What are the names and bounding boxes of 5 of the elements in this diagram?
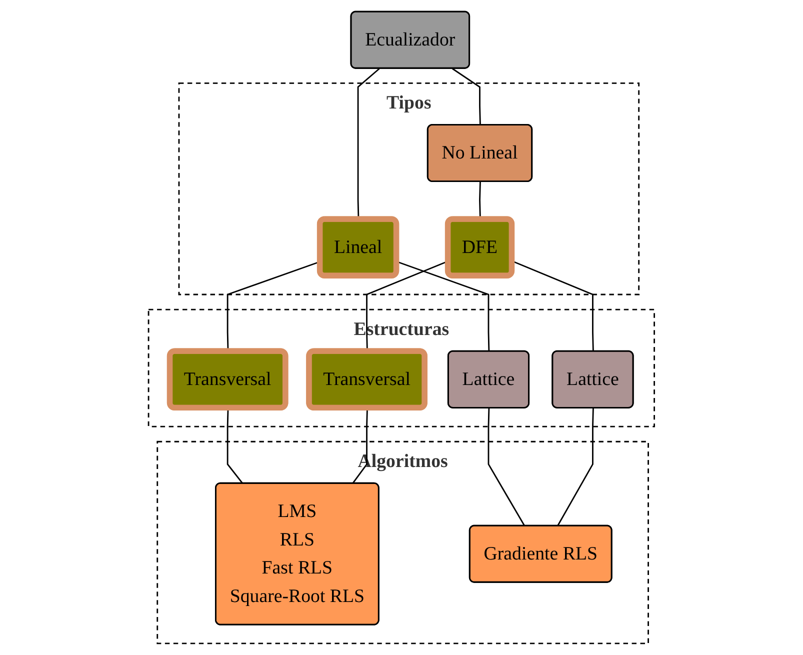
- connector: [452, 68, 482, 126]
- connector: [352, 408, 368, 484]
- connector: [557, 408, 594, 526]
- connector: [226, 408, 244, 484]
- connector: [488, 408, 526, 526]
